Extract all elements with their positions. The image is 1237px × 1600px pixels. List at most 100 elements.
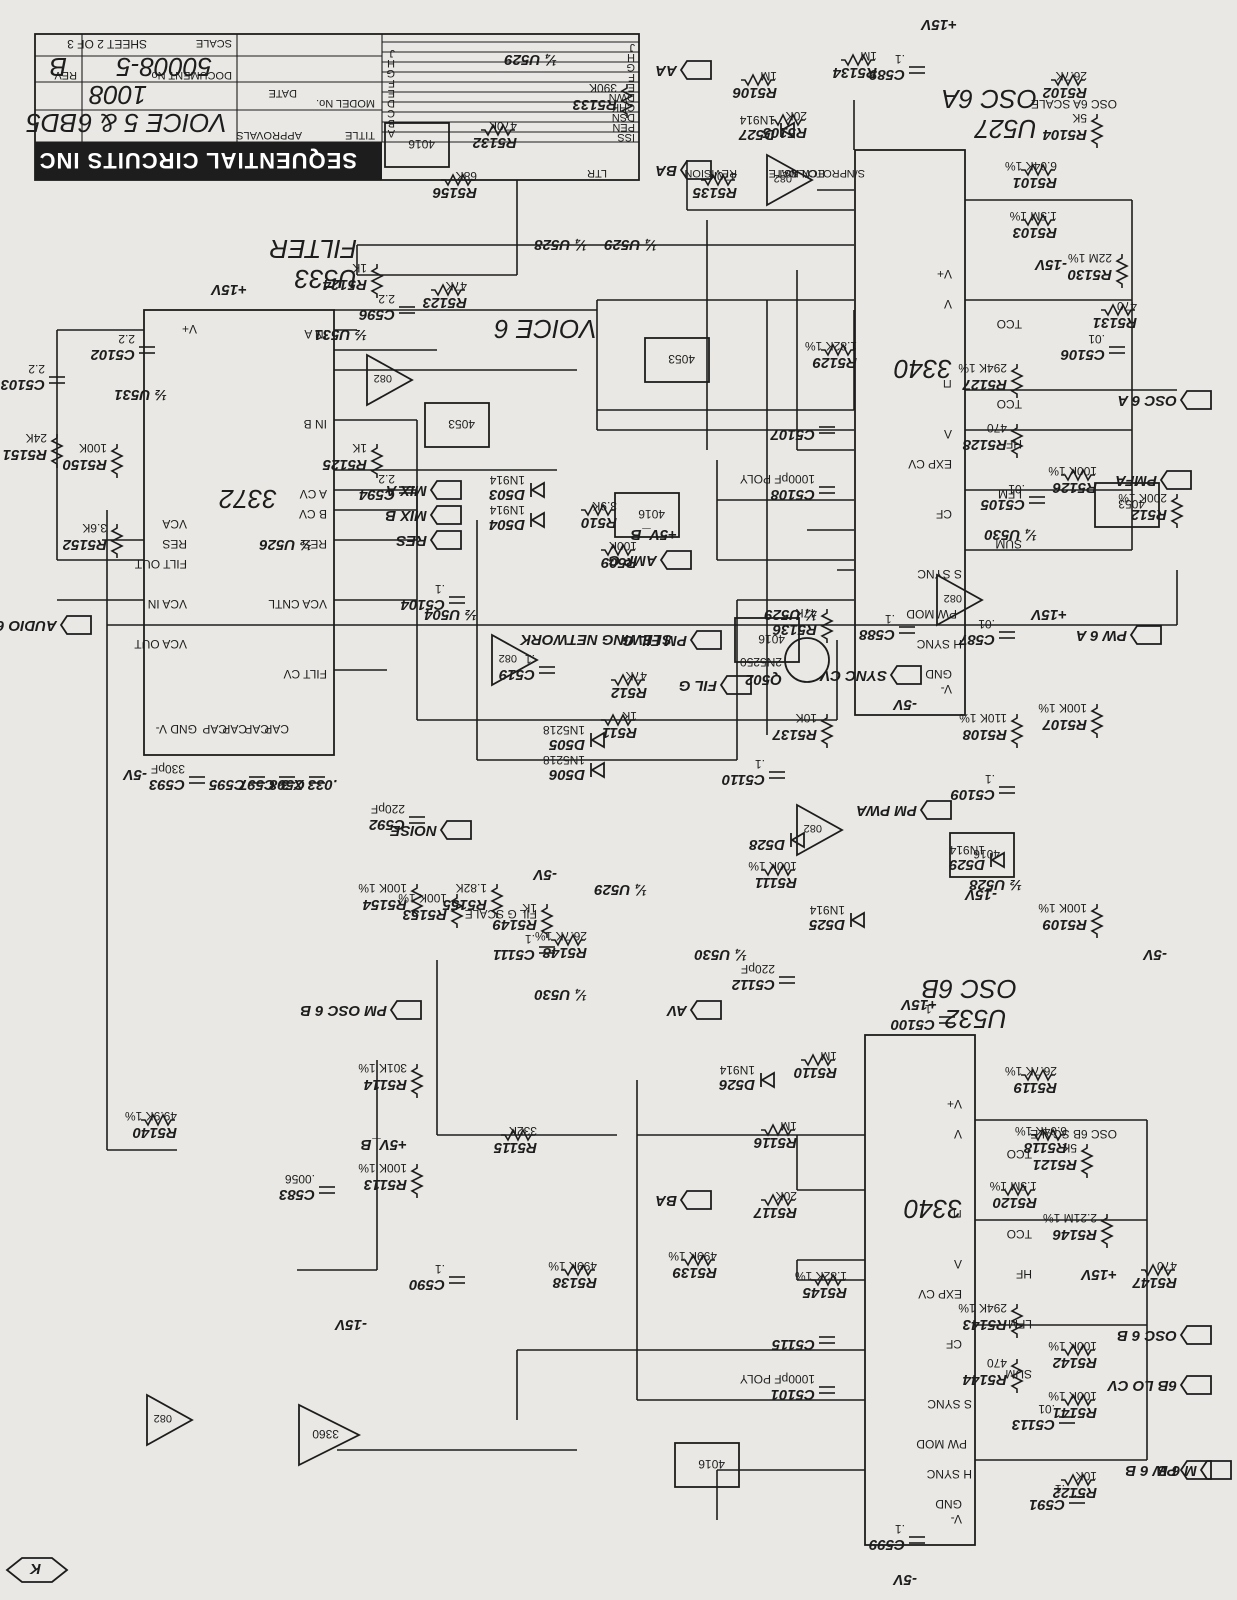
model-number: 1008 [89,80,147,110]
logic-switch-label: 4016 [758,632,785,646]
connector-label: NOISE [389,822,437,839]
power-rail-label: -15V [1033,256,1067,273]
approvals-label: APPROVALS [236,129,302,141]
resistor-r512 [1170,494,1184,528]
diode-d505 [590,731,605,749]
resistor-value: 49.9K 1% [125,1109,177,1123]
resistor-r509 [601,543,635,557]
capacitor-ref: C5112 [731,976,775,993]
connector-label: PW 6 B [1125,1462,1177,1479]
document-label: DOCUMENT No. [148,69,232,81]
opamp-label: 082 [374,372,392,384]
diode-value: 1N5218 [543,723,585,737]
u533-pin-label: B CV [299,507,327,521]
capacitor-ref: C5109 [950,786,995,803]
diode-d506 [590,761,605,779]
capacitor-ref: C5100 [890,1016,935,1033]
connector-label: AA [655,62,678,79]
revision-row-letter: E [388,87,395,99]
u533-pin-label: V- [156,722,167,736]
u533-pin-label: RES [162,537,187,551]
power-rail-label: +5V_B [361,1136,407,1153]
resistor-value: 1.82K 1% [805,339,857,353]
resistor-value: 100K [609,539,637,553]
resistor-value: 47K [446,279,467,293]
u533-pin-label: GND [170,722,197,736]
resistor-r5148 [551,933,585,947]
resistor-r5123 [431,283,465,297]
opamp-label: 082 [804,822,822,834]
resistor-value: 2.21M 1% [1043,1211,1097,1225]
logic-mux-2 [644,337,710,383]
diode-value: 1N5218 [543,753,585,767]
opamp-082-0 [146,1393,194,1447]
capacitor-ref: C5105 [980,496,1025,513]
resistor-r5141 [1061,1393,1095,1407]
voice-label: VOICE 6 [494,314,597,344]
resistor-r5150 [110,444,124,478]
resistor-ref: R5145 [802,1284,847,1301]
connector-sync [889,665,922,685]
capacitor-ref: C594 [358,486,395,503]
opamp-label: 082 [499,652,517,664]
resistor-ref: R5152 [62,536,107,553]
u533-pin-label: IN A [304,327,327,341]
u533-pin-label: IN B [304,417,327,431]
transistor-ref: Q502 [745,671,782,688]
diode-value: 1N914 [809,903,845,917]
sheet-number: SHEET 2 OF 3 [67,37,147,51]
resistor-value: 470 [987,1356,1007,1370]
u532-pin-label: PW MOD [916,1437,967,1451]
resistor-value: 1.82K [456,881,487,895]
resistor-r5135 [701,173,735,187]
scale-label: SCALE [196,37,232,49]
connector-label: MIX A [386,482,427,499]
resistor-r5111 [761,863,795,877]
resistor-ref: R5118 [1023,1139,1067,1156]
logic-mux-label: 4053 [448,417,475,431]
capacitor-value: .01 [1088,332,1105,346]
model-label: MODEL No. [316,97,375,109]
resistor-ref: R5122 [1052,1484,1097,1501]
u533-pin-label: CAP [244,722,269,736]
u531a-label: ½ U531 [314,326,367,343]
resistor-value: 100K 1% [1038,901,1087,915]
resistor-r5104 [1090,114,1104,148]
resistor-r5154 [410,884,424,918]
resistor-ref: R5131 [1093,314,1137,331]
capacitor-value: .1 [895,1522,905,1536]
resistor-r5105 [771,113,805,127]
resistor-r5136 [820,609,834,643]
resistor-ref: R5136 [772,621,817,638]
u530b-label: ¼ U530 [694,946,747,963]
capacitor-ref: C583 [278,1186,315,1203]
connector-label: OSC 6 B [1117,1327,1177,1344]
resistor-r5118 [1031,1128,1065,1142]
power-rail-label: -5V [892,1571,917,1588]
resistor-value: 294K 1% [958,361,1007,375]
connector-label: MIX B [385,507,427,524]
rev-label: REV [54,69,77,81]
connector-res [429,530,462,550]
capacitor-value: .1 [525,932,535,946]
title-row-g: G [626,61,635,73]
resistor-value: 499K 1% [668,1249,717,1263]
connector-pmoscb [389,1000,422,1020]
resistor-r5116 [761,1123,795,1137]
logic-switch-label: 4016 [638,507,665,521]
u530a-label: ¼ U530 [534,986,587,1003]
capacitor-value: 1000pF POLY [740,472,815,486]
resistor-r5151 [50,434,64,468]
resistor-value: 26.7K 1% [535,929,587,943]
resistor-value: 100K [79,441,107,455]
power-rail-label: +15V [1080,1266,1117,1283]
resistor-ref: R5129 [812,354,857,371]
connector-label: PM FIL G [622,632,687,649]
resistor-r5117 [761,1193,795,1207]
capacitor-ref: C519 [498,666,535,683]
capacitor-value: .01 [1008,482,1025,496]
